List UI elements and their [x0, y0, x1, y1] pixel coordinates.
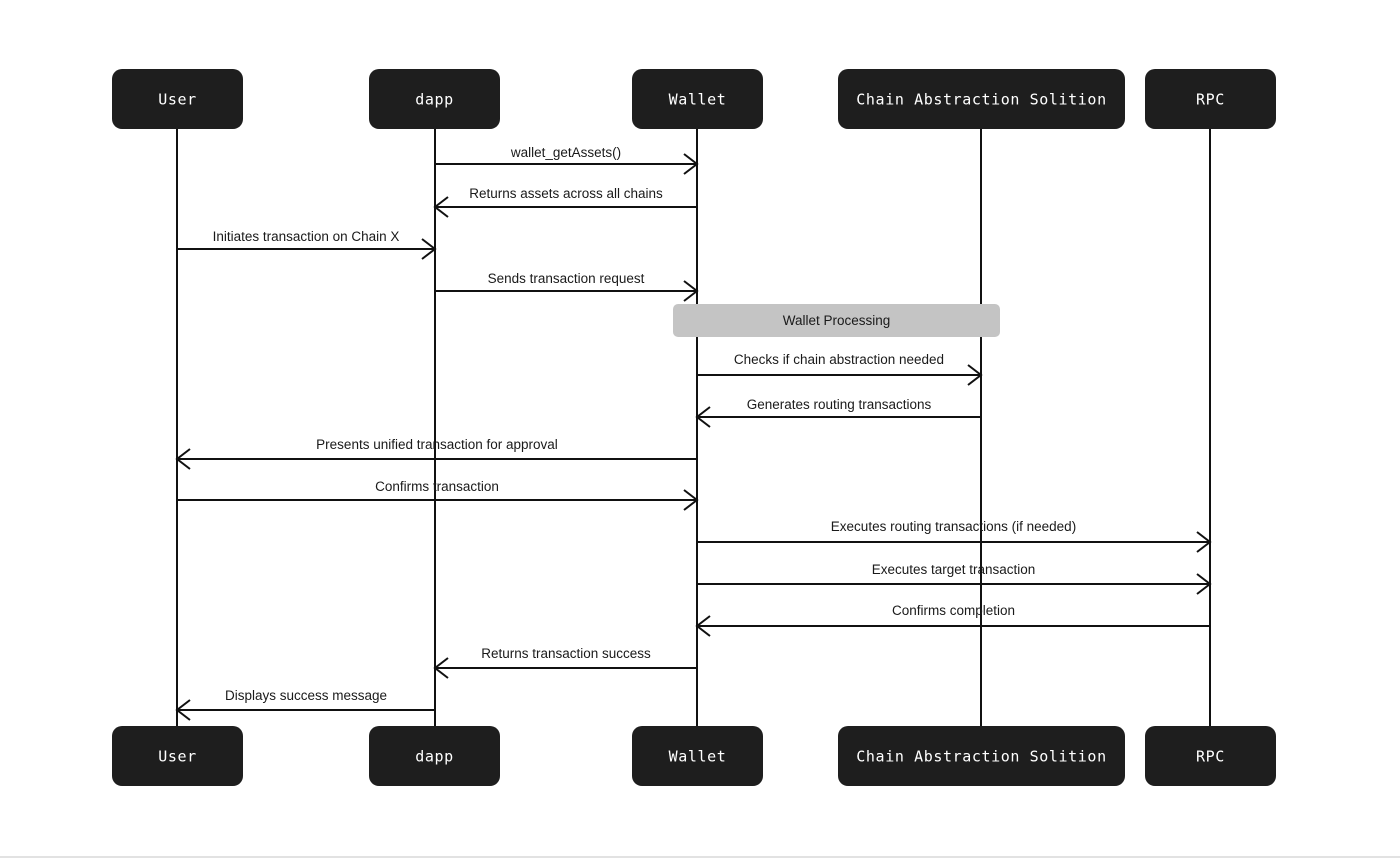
note-rect [673, 304, 1000, 337]
message-arrowhead [1196, 573, 1212, 595]
message-1: wallet_getAssets() [435, 145, 699, 175]
message-arrowhead [695, 615, 711, 637]
message-label: Returns assets across all chains [469, 186, 663, 201]
participant-label: Chain Abstraction Solition [856, 748, 1106, 766]
note-label: Wallet Processing [783, 313, 891, 328]
message-4: Sends transaction request [435, 271, 699, 302]
message-arrowhead [433, 196, 449, 218]
participant-top-rpc[interactable]: RPC [1145, 69, 1276, 129]
participant-top-chain_abstraction[interactable]: Chain Abstraction Solition [838, 69, 1125, 129]
participant-box-rect [369, 69, 500, 129]
participant-top-user[interactable]: User [112, 69, 243, 129]
message-label: Returns transaction success [481, 646, 651, 661]
participant-label: dapp [415, 748, 454, 766]
participant-box-rect [632, 726, 763, 786]
message-label: Sends transaction request [488, 271, 645, 286]
participant-box-rect [112, 69, 243, 129]
participant-bottom-rpc[interactable]: RPC [1145, 726, 1276, 786]
message-9: Executes routing transactions (if needed… [697, 519, 1212, 553]
participant-bottom-wallet[interactable]: Wallet [632, 726, 763, 786]
message-8: Confirms transaction [177, 479, 699, 511]
message-label: Confirms completion [892, 603, 1015, 618]
message-label: Executes target transaction [872, 562, 1036, 577]
message-13: Displays success message [175, 688, 435, 721]
participant-box-rect [1145, 69, 1276, 129]
message-arrowhead [683, 489, 699, 511]
participant-label: RPC [1196, 748, 1225, 766]
message-label: Presents unified transaction for approva… [316, 437, 558, 452]
message-label: Generates routing transactions [747, 397, 932, 412]
participant-box-rect [369, 726, 500, 786]
participant-label: Wallet [669, 748, 727, 766]
participant-box-rect [838, 726, 1125, 786]
participant-top-wallet[interactable]: Wallet [632, 69, 763, 129]
message-label: Displays success message [225, 688, 387, 703]
message-arrowhead [683, 280, 699, 302]
participant-box-rect [112, 726, 243, 786]
participant-bottom-dapp[interactable]: dapp [369, 726, 500, 786]
message-arrowhead [695, 406, 711, 428]
message-2: Returns assets across all chains [433, 186, 697, 218]
message-label: Confirms transaction [375, 479, 499, 494]
participant-box-rect [1145, 726, 1276, 786]
message-3: Initiates transaction on Chain X [177, 229, 437, 260]
message-5: Checks if chain abstraction needed [697, 352, 983, 386]
message-11: Confirms completion [695, 603, 1210, 637]
participant-top-dapp[interactable]: dapp [369, 69, 500, 129]
message-arrowhead [433, 657, 449, 679]
message-label: Executes routing transactions (if needed… [831, 519, 1076, 534]
message-label: Initiates transaction on Chain X [213, 229, 400, 244]
note-wallet-processing: Wallet Processing [673, 304, 1000, 337]
message-label: wallet_getAssets() [510, 145, 621, 160]
message-arrowhead [683, 153, 699, 175]
participant-label: User [158, 748, 197, 766]
participant-label: Chain Abstraction Solition [856, 91, 1106, 109]
participant-label: dapp [415, 91, 454, 109]
message-label: Checks if chain abstraction needed [734, 352, 944, 367]
message-10: Executes target transaction [697, 562, 1212, 595]
notes-layer: Wallet Processing [673, 304, 1000, 337]
message-6: Generates routing transactions [695, 397, 981, 428]
message-7: Presents unified transaction for approva… [175, 437, 697, 470]
message-arrowhead [175, 448, 191, 470]
messages-layer: wallet_getAssets() Returns assets across … [175, 145, 1212, 721]
message-arrowhead [175, 699, 191, 721]
participant-box-rect [632, 69, 763, 129]
participant-label: User [158, 91, 197, 109]
message-arrowhead [421, 238, 437, 260]
lifelines-layer [176, 129, 1211, 726]
participant-label: RPC [1196, 91, 1225, 109]
message-12: Returns transaction success [433, 646, 697, 679]
participant-bottom-user[interactable]: User [112, 726, 243, 786]
participant-bottom-chain_abstraction[interactable]: Chain Abstraction Solition [838, 726, 1125, 786]
participant-label: Wallet [669, 91, 727, 109]
participant-box-rect [838, 69, 1125, 129]
message-arrowhead [1196, 531, 1212, 553]
message-arrowhead [967, 364, 983, 386]
